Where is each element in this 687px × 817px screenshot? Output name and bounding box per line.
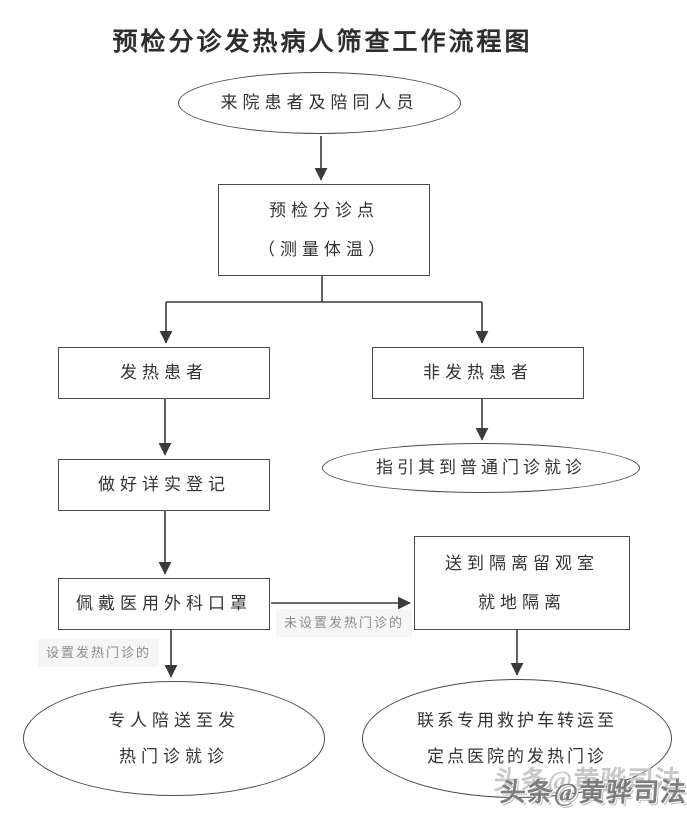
- node-arrival-label: 来院患者及陪同人员: [220, 93, 419, 112]
- edge-label-no-fever-clinic: 未设置发热门诊的: [276, 609, 413, 637]
- node-triage-line2: （测量体温）: [258, 239, 390, 259]
- node-register: 做好详实登记: [58, 459, 270, 511]
- node-triage-line1: 预检分诊点: [269, 200, 379, 220]
- node-wear-mask-label: 佩戴医用外科口罩: [76, 594, 252, 613]
- node-arrival: 来院患者及陪同人员: [178, 72, 461, 134]
- node-fever-label: 发热患者: [120, 363, 208, 382]
- node-isolation-line2: 就地隔离: [478, 592, 566, 612]
- node-wear-mask: 佩戴医用外科口罩: [58, 578, 270, 630]
- node-fever-patient: 发热患者: [58, 347, 270, 399]
- node-ambulance-line2: 定点医院的发热门诊: [427, 746, 607, 766]
- node-isolation-room: 送到隔离留观室 就地隔离: [414, 536, 630, 630]
- node-register-label: 做好详实登记: [98, 475, 230, 494]
- node-ambulance-transfer: 联系专用救护车转运至 定点医院的发热门诊: [362, 679, 672, 798]
- node-escort-fever-clinic: 专人陪送至发 热门诊就诊: [23, 681, 325, 796]
- node-non-fever-label: 非发热患者: [423, 363, 533, 382]
- page-title: 预检分诊发热病人筛查工作流程图: [112, 29, 533, 56]
- node-non-fever-patient: 非发热患者: [372, 347, 584, 399]
- node-isolation-line1: 送到隔离留观室: [445, 553, 599, 573]
- node-escort-line1: 专人陪送至发: [108, 710, 240, 730]
- node-ambulance-line1: 联系专用救护车转运至: [417, 710, 617, 730]
- node-guide-label: 指引其到普通门诊就诊: [376, 458, 586, 477]
- edge-label-has-fever-clinic: 设置发热门诊的: [38, 639, 160, 667]
- node-triage-point: 预检分诊点 （测量体温）: [218, 184, 430, 276]
- node-guide-normal-clinic: 指引其到普通门诊就诊: [322, 443, 640, 493]
- node-escort-line2: 热门诊就诊: [119, 746, 229, 766]
